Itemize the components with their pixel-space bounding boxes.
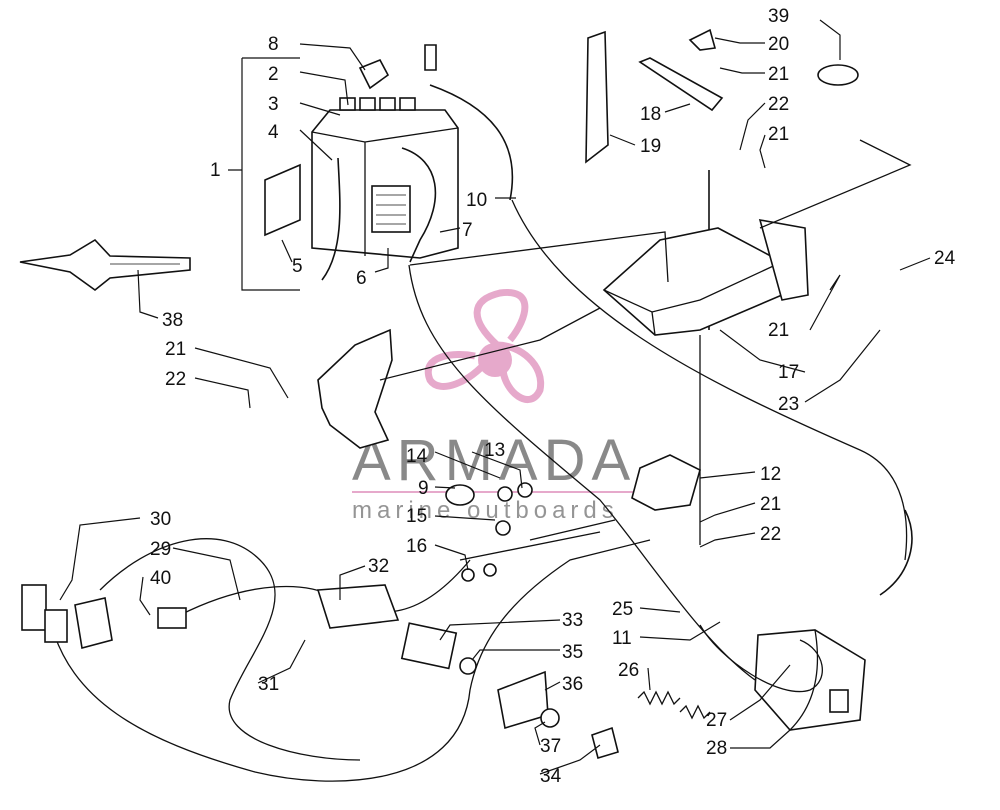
connector-mid: [44, 609, 68, 643]
relay: [316, 584, 400, 629]
fuse-block: [74, 597, 113, 650]
ignition-key: [591, 726, 619, 760]
callout-12: 12: [760, 464, 781, 485]
callout-21: 21: [165, 339, 186, 360]
guide-line-3: [379, 307, 601, 381]
washer-15: [495, 520, 511, 536]
callout-31: 31: [258, 674, 279, 695]
spring-26: [637, 690, 681, 706]
decal: [19, 238, 191, 292]
washer-13: [517, 482, 533, 498]
callout-2: 2: [268, 64, 279, 85]
callout-13: 13: [484, 440, 505, 461]
callout-18: 18: [640, 104, 661, 125]
callout-24: 24: [934, 248, 956, 269]
callout-10: 10: [466, 190, 487, 211]
callout-19: 19: [640, 136, 661, 157]
bolt: [424, 44, 437, 71]
callout-29: 29: [150, 539, 171, 560]
negative-cable: [401, 147, 437, 263]
callout-3: 3: [268, 94, 279, 115]
callout-22: 22: [760, 524, 781, 545]
callout-21: 21: [768, 124, 789, 145]
hold-down-strap: [638, 57, 724, 112]
callout-37: 37: [540, 736, 561, 757]
callout-7: 7: [462, 220, 473, 241]
callout-36: 36: [562, 674, 583, 695]
hold-down-rod: [585, 30, 609, 164]
callout-28: 28: [706, 738, 727, 759]
battery: [311, 97, 459, 259]
guide-line-6: [459, 531, 601, 561]
battery-tray: [602, 218, 809, 336]
callout-27: 27: [706, 710, 727, 731]
callout-22: 22: [768, 94, 789, 115]
watermark-logo: [424, 289, 545, 403]
callout-9: 9: [418, 478, 429, 499]
nut-16b: [483, 563, 497, 577]
callout-5: 5: [292, 256, 303, 277]
guide-line-7: [529, 519, 616, 541]
watermark: ARMADA marine outboards: [352, 289, 642, 524]
callout-14: 14: [406, 446, 428, 467]
hose-clamp: [817, 64, 859, 86]
callout-4: 4: [268, 122, 279, 143]
callout-11: 11: [612, 628, 632, 649]
washer-14: [497, 486, 513, 502]
grommet-9: [445, 484, 475, 506]
washer-35: [459, 657, 477, 675]
callout-33: 33: [562, 610, 583, 631]
positive-cable-end: [879, 509, 913, 596]
callout-1: 1: [210, 160, 221, 181]
callout-35: 35: [562, 642, 583, 663]
callout-17: 17: [778, 362, 799, 383]
guide-line-4: [408, 264, 756, 681]
key-switch-body: [400, 622, 458, 670]
callout-25: 25: [612, 599, 633, 620]
callout-39: 39: [768, 6, 789, 27]
positive-cable-run: [511, 199, 908, 561]
watermark-name: ARMADA: [352, 428, 636, 493]
callout-21: 21: [760, 494, 781, 515]
callout-20: 20: [768, 34, 789, 55]
callout-40: 40: [150, 568, 171, 589]
callout-6: 6: [356, 268, 367, 289]
callout-30: 30: [150, 509, 171, 530]
positive-cable: [429, 84, 514, 201]
callout-34: 34: [540, 766, 562, 787]
main-harness-loop: [99, 538, 361, 761]
callout-15: 15: [406, 506, 427, 527]
connector-ring: [157, 607, 187, 629]
battery-pad: [264, 163, 301, 237]
callouts: 8234156710191820213922212421172338212213…: [150, 6, 956, 787]
main-harness: [49, 539, 651, 782]
terminal-boot: [358, 58, 390, 90]
callout-26: 26: [618, 660, 639, 681]
callout-22: 22: [165, 369, 186, 390]
callout-23: 23: [778, 394, 799, 415]
starter-solenoid: [631, 454, 701, 511]
callout-32: 32: [368, 556, 389, 577]
spring-26b: [679, 704, 711, 720]
nut-37: [540, 708, 560, 728]
wing-nut: [688, 28, 717, 51]
connector-left: [21, 584, 47, 631]
nut-16: [461, 568, 475, 582]
callout-16: 16: [406, 536, 427, 557]
callout-21: 21: [768, 64, 789, 85]
guide-line-2: [759, 139, 912, 229]
callout-38: 38: [162, 310, 183, 331]
guide-line: [409, 231, 669, 283]
mount-bracket: [317, 328, 393, 449]
leader-lines: [59, 19, 931, 775]
starter-motor: [754, 629, 866, 731]
vent-tube: [321, 157, 341, 281]
callout-8: 8: [268, 34, 279, 55]
callout-21: 21: [768, 320, 789, 341]
